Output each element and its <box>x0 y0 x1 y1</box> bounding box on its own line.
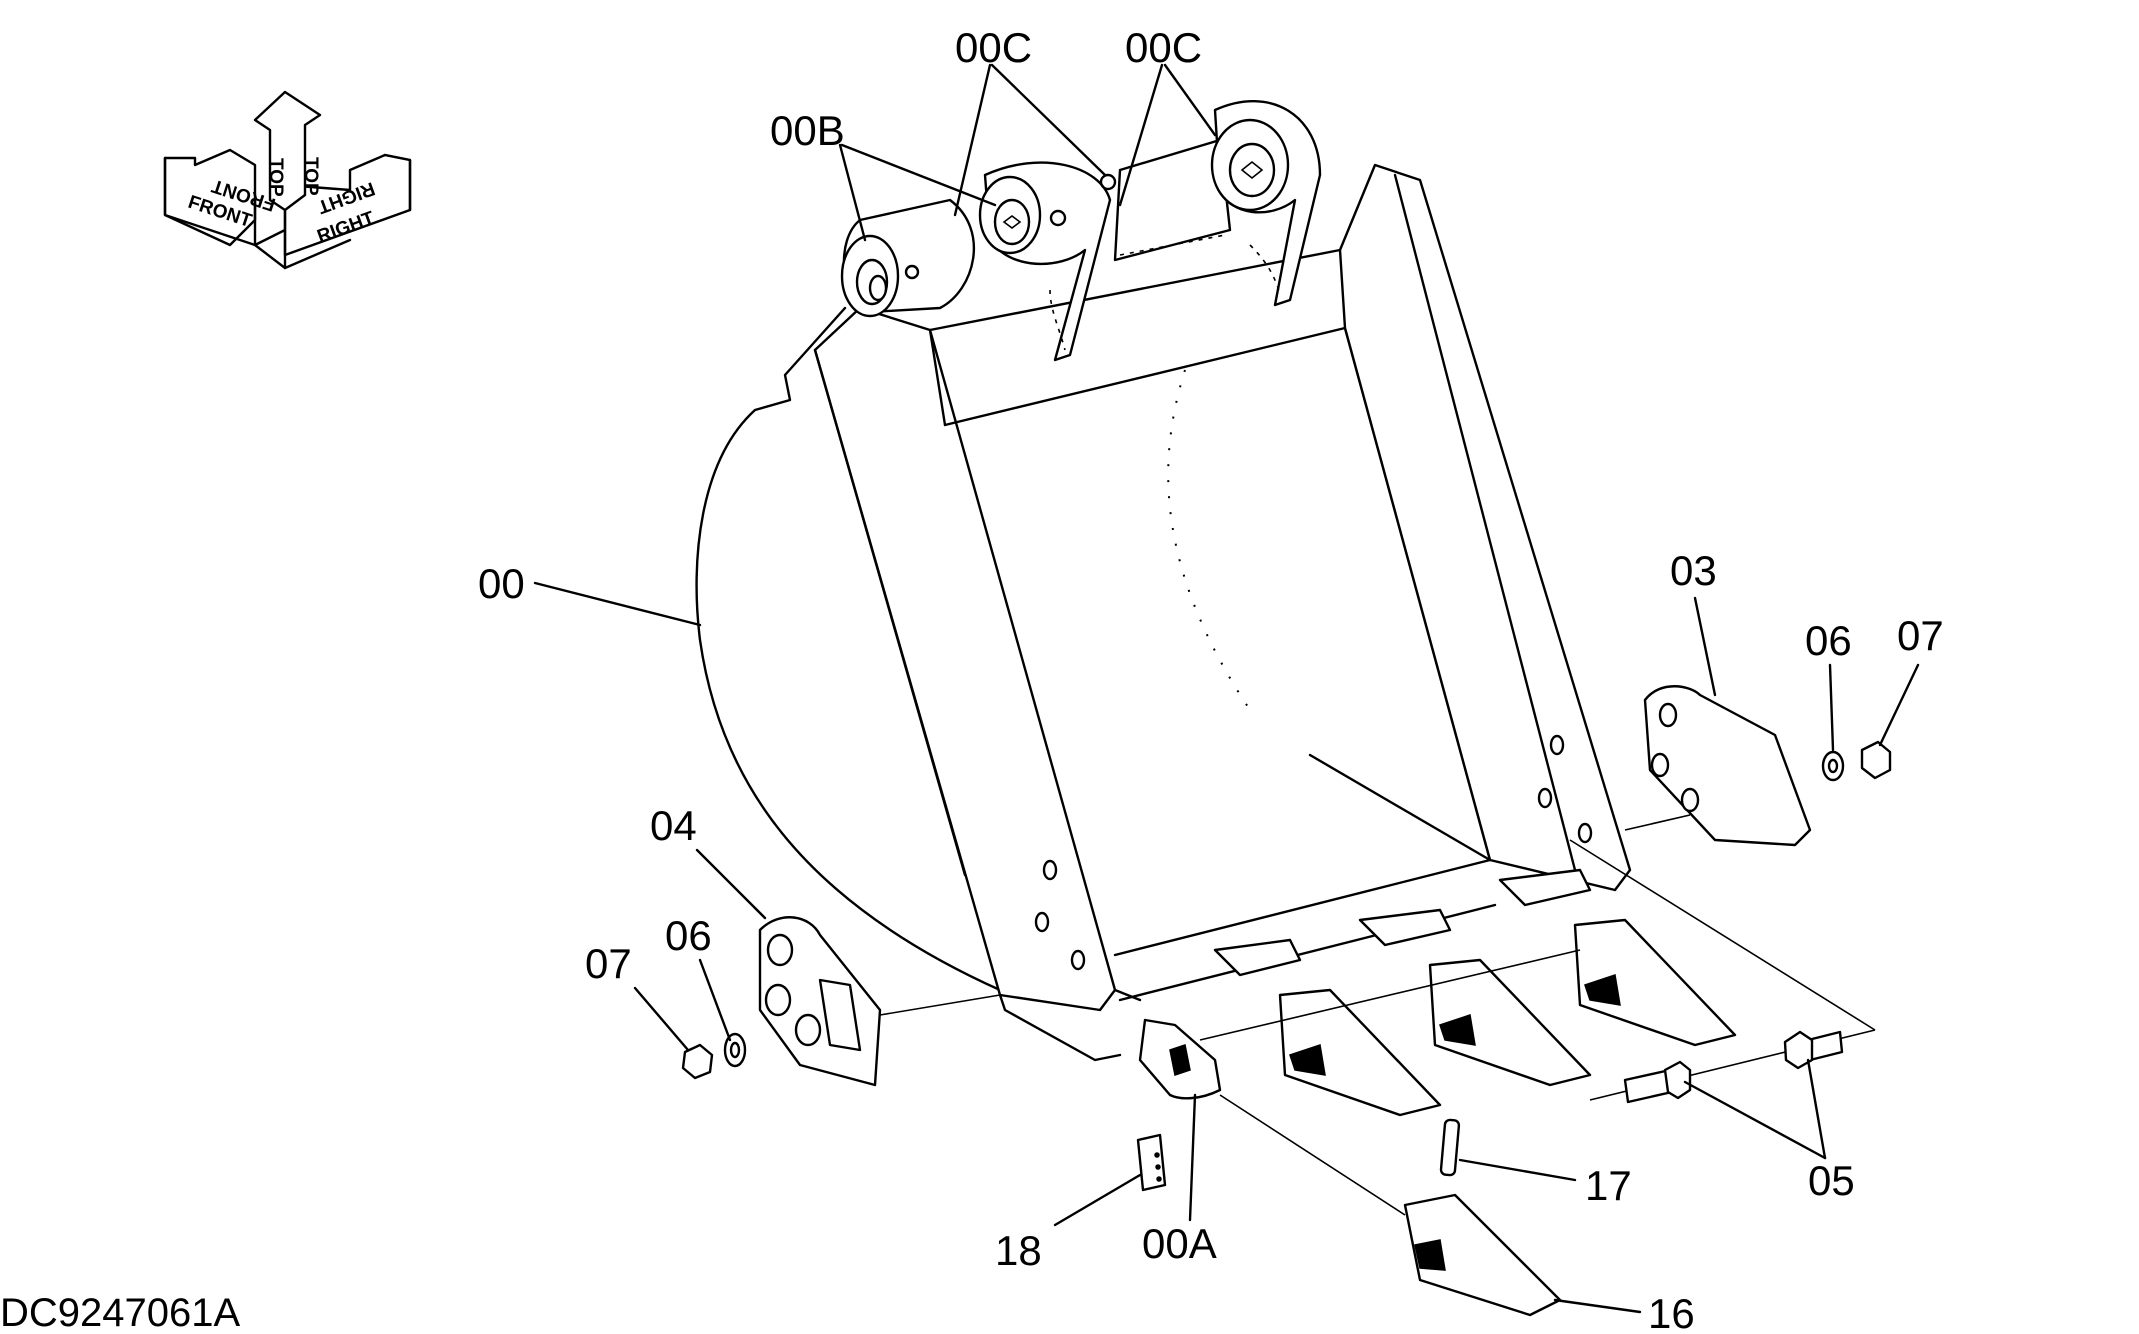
leader-lines <box>533 63 1920 1314</box>
side-cutter-left <box>758 916 1001 1087</box>
callout-16: 16 <box>1648 1290 1695 1334</box>
callout-17: 17 <box>1585 1162 1632 1209</box>
top-label-2: TOP <box>300 157 321 196</box>
bucket-body <box>695 163 1632 1062</box>
callout-00B: 00B <box>770 107 845 154</box>
mounting-bosses <box>840 100 1322 362</box>
top-label: TOP <box>265 158 286 197</box>
callout-06-left: 06 <box>665 912 712 959</box>
drawing-id: DC9247061A <box>0 1291 240 1334</box>
callout-18: 18 <box>995 1227 1042 1274</box>
callout-00A: 00A <box>1142 1220 1217 1267</box>
side-cutter-right <box>1624 685 1812 847</box>
callout-03: 03 <box>1670 547 1717 594</box>
callout-06-right: 06 <box>1805 617 1852 664</box>
orientation-arrows-icon: FRONT FRONT TOP TOP RIGHT RIGHT <box>163 90 412 270</box>
callout-00: 00 <box>478 560 525 607</box>
callout-00C-left: 00C <box>955 24 1032 71</box>
tooth-adapters <box>1138 839 1876 1117</box>
callout-00C-right: 00C <box>1125 24 1202 71</box>
callout-07-right: 07 <box>1897 612 1944 659</box>
callout-04: 04 <box>650 802 697 849</box>
callout-05: 05 <box>1808 1157 1855 1204</box>
fasteners <box>681 740 1892 1317</box>
callout-07-left: 07 <box>585 940 632 987</box>
